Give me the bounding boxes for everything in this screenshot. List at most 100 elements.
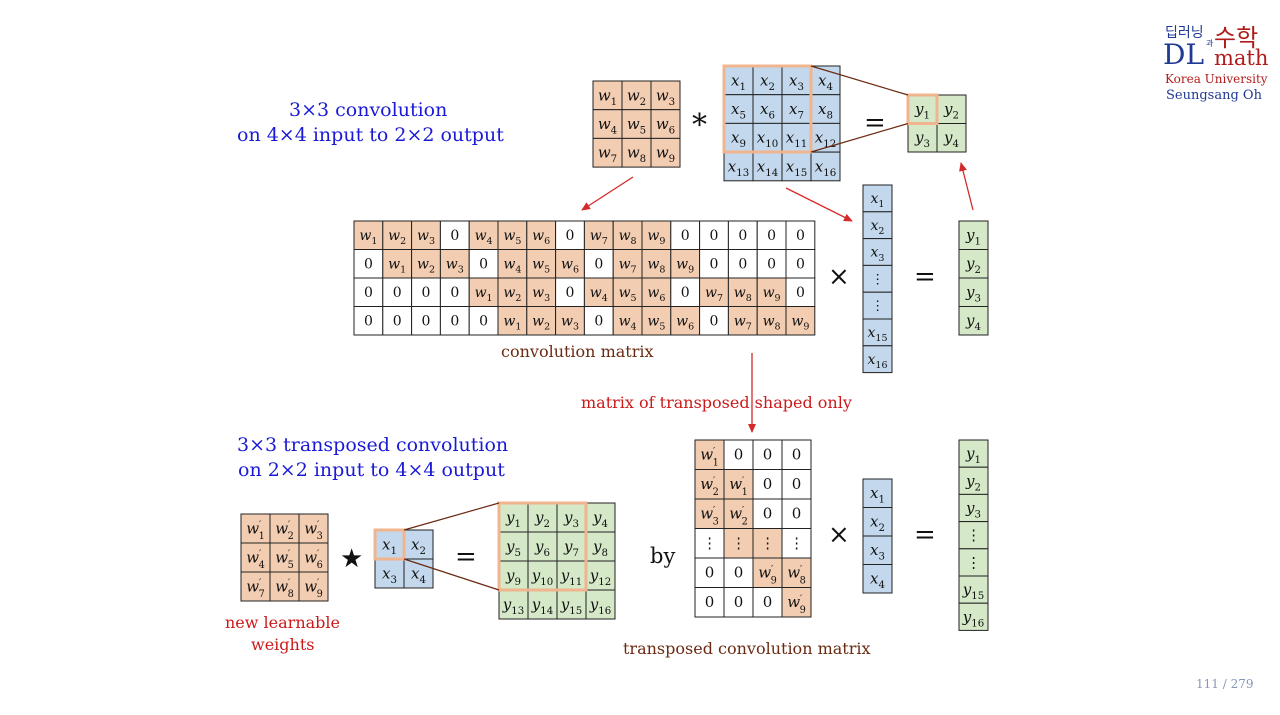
input-cell xyxy=(781,94,812,124)
bottom-matrix-equals-operator: = xyxy=(914,520,936,550)
conv-matrix-cell-label: 0 xyxy=(710,313,719,329)
conv-matrix-cell xyxy=(756,249,787,279)
y16-vec-cell xyxy=(958,548,989,577)
kernel-cell-label: w1 xyxy=(598,86,617,108)
kernel-prime-cell xyxy=(240,513,271,544)
conv-matrix-cell xyxy=(641,306,672,336)
conv-matrix-cell xyxy=(382,220,413,250)
conv-matrix-cell-label: w3 xyxy=(417,228,435,247)
conv-matrix-cell-label: w7 xyxy=(734,313,752,332)
conv-matrix-cell-label: 0 xyxy=(479,313,488,329)
tconv-matrix-cell-label: w′3 xyxy=(700,505,719,528)
tconv-matrix-cell-label: w′9 xyxy=(787,593,806,616)
big-output-cell xyxy=(585,589,616,620)
x-vec-cell xyxy=(862,264,893,293)
x4-vec-cell-label: x2 xyxy=(870,513,885,535)
big-output-cell-label: y16 xyxy=(589,595,611,617)
conv-matrix-cell xyxy=(699,306,729,336)
conv-matrix-cell xyxy=(555,249,585,279)
input-cell xyxy=(810,94,841,124)
y16-vec-cell xyxy=(958,439,989,468)
conv-matrix-cell xyxy=(785,249,816,279)
input-cell-label: x11 xyxy=(786,129,807,151)
conv-matrix-cell-label: w2 xyxy=(388,228,406,247)
conv-matrix-cell xyxy=(526,306,557,336)
logo-dl: DL xyxy=(1163,38,1205,71)
y-vec-cell-label: y4 xyxy=(965,312,981,334)
kernel-prime-cell-label: w′7 xyxy=(246,577,265,600)
top-equals-operator: = xyxy=(864,108,886,138)
kernel-cell xyxy=(650,80,681,111)
input-cell-label: x12 xyxy=(815,129,836,151)
tconv-matrix-cell-label: w′1 xyxy=(729,475,748,498)
x4-vec-cell-label: x3 xyxy=(870,541,885,563)
input-cell-label: x9 xyxy=(731,129,746,151)
connector-top-lower xyxy=(810,122,909,153)
kernel-cell xyxy=(592,80,623,111)
conv-matrix-cell-label: 0 xyxy=(450,313,459,329)
input-cell-label: x8 xyxy=(818,100,833,122)
conv-matrix-cell xyxy=(727,306,758,336)
kernel-prime-cell xyxy=(240,571,271,602)
x-vec-cell-label: x15 xyxy=(867,325,887,344)
y16-vec-cell-label: y3 xyxy=(965,499,981,521)
x-vec-cell xyxy=(862,345,893,374)
output-cell xyxy=(936,94,967,124)
x-vec-cell xyxy=(862,291,893,320)
small-input-cell-label: x4 xyxy=(411,564,426,586)
big-output-cell-label: y9 xyxy=(505,566,521,588)
conv-matrix-cell xyxy=(555,220,585,250)
tconv-matrix-cell-label: w′8 xyxy=(787,564,806,587)
conv-matrix-cell xyxy=(612,220,643,250)
bottom-title-line2: on 2×2 input to 4×4 output xyxy=(238,459,505,481)
y16-vec-cell-label: y1 xyxy=(965,445,981,467)
conv-matrix-cell-label: 0 xyxy=(393,313,402,329)
conv-matrix-cell xyxy=(699,220,729,250)
tconv-matrix-cell-label: 0 xyxy=(705,593,715,611)
arrow-input-to-vector xyxy=(785,187,853,222)
input-cell xyxy=(752,94,783,124)
conv-matrix-cell-label: 0 xyxy=(710,256,719,272)
top-title-line2: on 4×4 input to 2×2 output xyxy=(237,124,504,146)
big-output-cell-label: y10 xyxy=(531,566,553,588)
conv-matrix-cell-label: w4 xyxy=(619,313,637,332)
big-output-cell xyxy=(556,560,587,591)
tconv-matrix-cell xyxy=(723,557,754,588)
kernel-cell xyxy=(650,109,681,139)
y-vec-cell xyxy=(958,277,989,307)
conv-matrix-cell xyxy=(699,249,729,279)
conv-matrix-cell-label: w7 xyxy=(705,285,723,304)
input-cell xyxy=(781,65,812,96)
conv-matrix-cell xyxy=(497,220,528,250)
matrix-equals-operator: = xyxy=(914,262,936,292)
small-input-cell xyxy=(374,529,405,560)
x-vec-cell-label: x1 xyxy=(871,191,885,210)
big-output-cell xyxy=(556,531,587,562)
conv-matrix-cell xyxy=(382,249,413,279)
conv-matrix-cell xyxy=(727,249,758,279)
conv-matrix-cell xyxy=(353,249,384,279)
input-receptive-field-box xyxy=(722,64,813,154)
input-cell-label: x3 xyxy=(789,71,804,93)
conv-matrix-cell-label: w8 xyxy=(734,285,752,304)
conv-matrix-cell xyxy=(526,277,557,307)
conv-matrix-cell-label: 0 xyxy=(422,285,431,301)
conv-matrix-cell xyxy=(756,306,787,336)
y-vec-cell xyxy=(958,249,989,279)
conv-matrix-cell xyxy=(583,249,614,279)
conv-matrix-cell xyxy=(756,277,787,307)
conv-matrix-cell xyxy=(583,277,614,307)
conv-matrix-cell xyxy=(526,249,557,279)
y16-vec-cell xyxy=(958,575,989,604)
tconv-matrix-cell xyxy=(781,469,812,500)
x-vec-cell-label: x3 xyxy=(871,245,885,264)
big-output-cell-label: y6 xyxy=(534,537,550,559)
conv-matrix-cell-label: w1 xyxy=(388,256,406,275)
kernel-cell-label: w5 xyxy=(627,115,646,137)
tconv-matrix-cell-label: 0 xyxy=(763,505,773,523)
tconv-matrix-cell xyxy=(752,498,783,529)
